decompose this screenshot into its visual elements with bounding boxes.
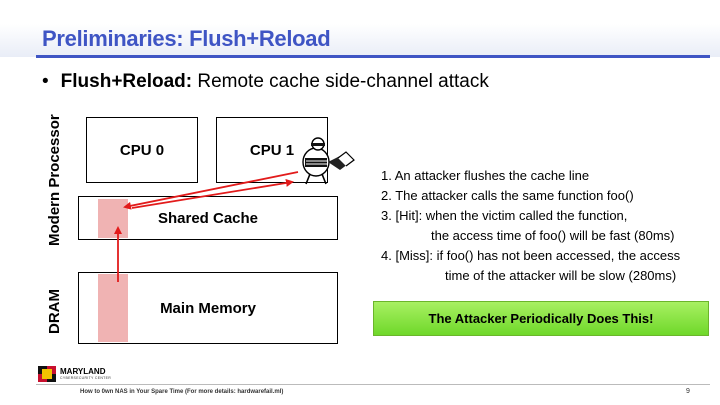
title-underline <box>36 55 710 58</box>
cache-line-highlight <box>98 199 128 238</box>
footer-text: How to 0wn NAS in Your Spare Time (For m… <box>80 389 284 395</box>
title-band <box>0 24 720 57</box>
step-2: 2. The attacker calls the same function … <box>381 188 634 203</box>
memory-line-highlight <box>98 274 128 342</box>
logo-subtitle: CYBERSECURITY CENTER <box>60 376 112 380</box>
attacker-burglar-icon <box>302 137 355 185</box>
arrow-cache-to-attacker <box>131 179 294 209</box>
bullet-bold-term: Flush+Reload: <box>60 71 193 92</box>
step-3: 3. [Hit]: when the victim called the fun… <box>381 208 628 223</box>
bullet-dot: • <box>42 71 49 92</box>
cpu0-box: CPU 0 <box>86 117 198 183</box>
step-1: 1. An attacker flushes the cache line <box>381 168 590 183</box>
bullet-line: • Flush+Reload: Remote cache side-channel… <box>42 71 489 93</box>
logo-title: MARYLAND <box>60 367 106 376</box>
shared-cache-label: Shared Cache <box>157 209 259 227</box>
slide-title: Preliminaries: Flush+Reload <box>42 26 331 51</box>
cpu0-label: CPU 0 <box>119 141 165 159</box>
footer-divider <box>36 384 710 385</box>
step-4-detail: time of the attacker will be slow (280ms… <box>445 268 677 283</box>
main-memory-label: Main Memory <box>160 299 256 317</box>
step-3-detail: the access time of foo() will be fast (8… <box>431 228 675 243</box>
cpu1-label: CPU 1 <box>249 141 295 159</box>
arrow-attacker-to-cache <box>123 171 299 210</box>
maryland-logo: MARYLAND CYBERSECURITY CENTER <box>38 366 111 382</box>
page-number: 9 <box>686 388 690 395</box>
periodic-callout-box: The Attacker Periodically Does This! <box>373 301 709 336</box>
attack-steps-list: 1. An attacker flushes the cache line 2.… <box>381 166 680 286</box>
bullet-description: Remote cache side-channel attack <box>192 71 489 92</box>
maryland-flag-icon <box>38 366 56 382</box>
step-4: 4. [Miss]: if foo() has not been accesse… <box>381 248 681 263</box>
periodic-callout-text: The Attacker Periodically Does This! <box>428 311 654 326</box>
